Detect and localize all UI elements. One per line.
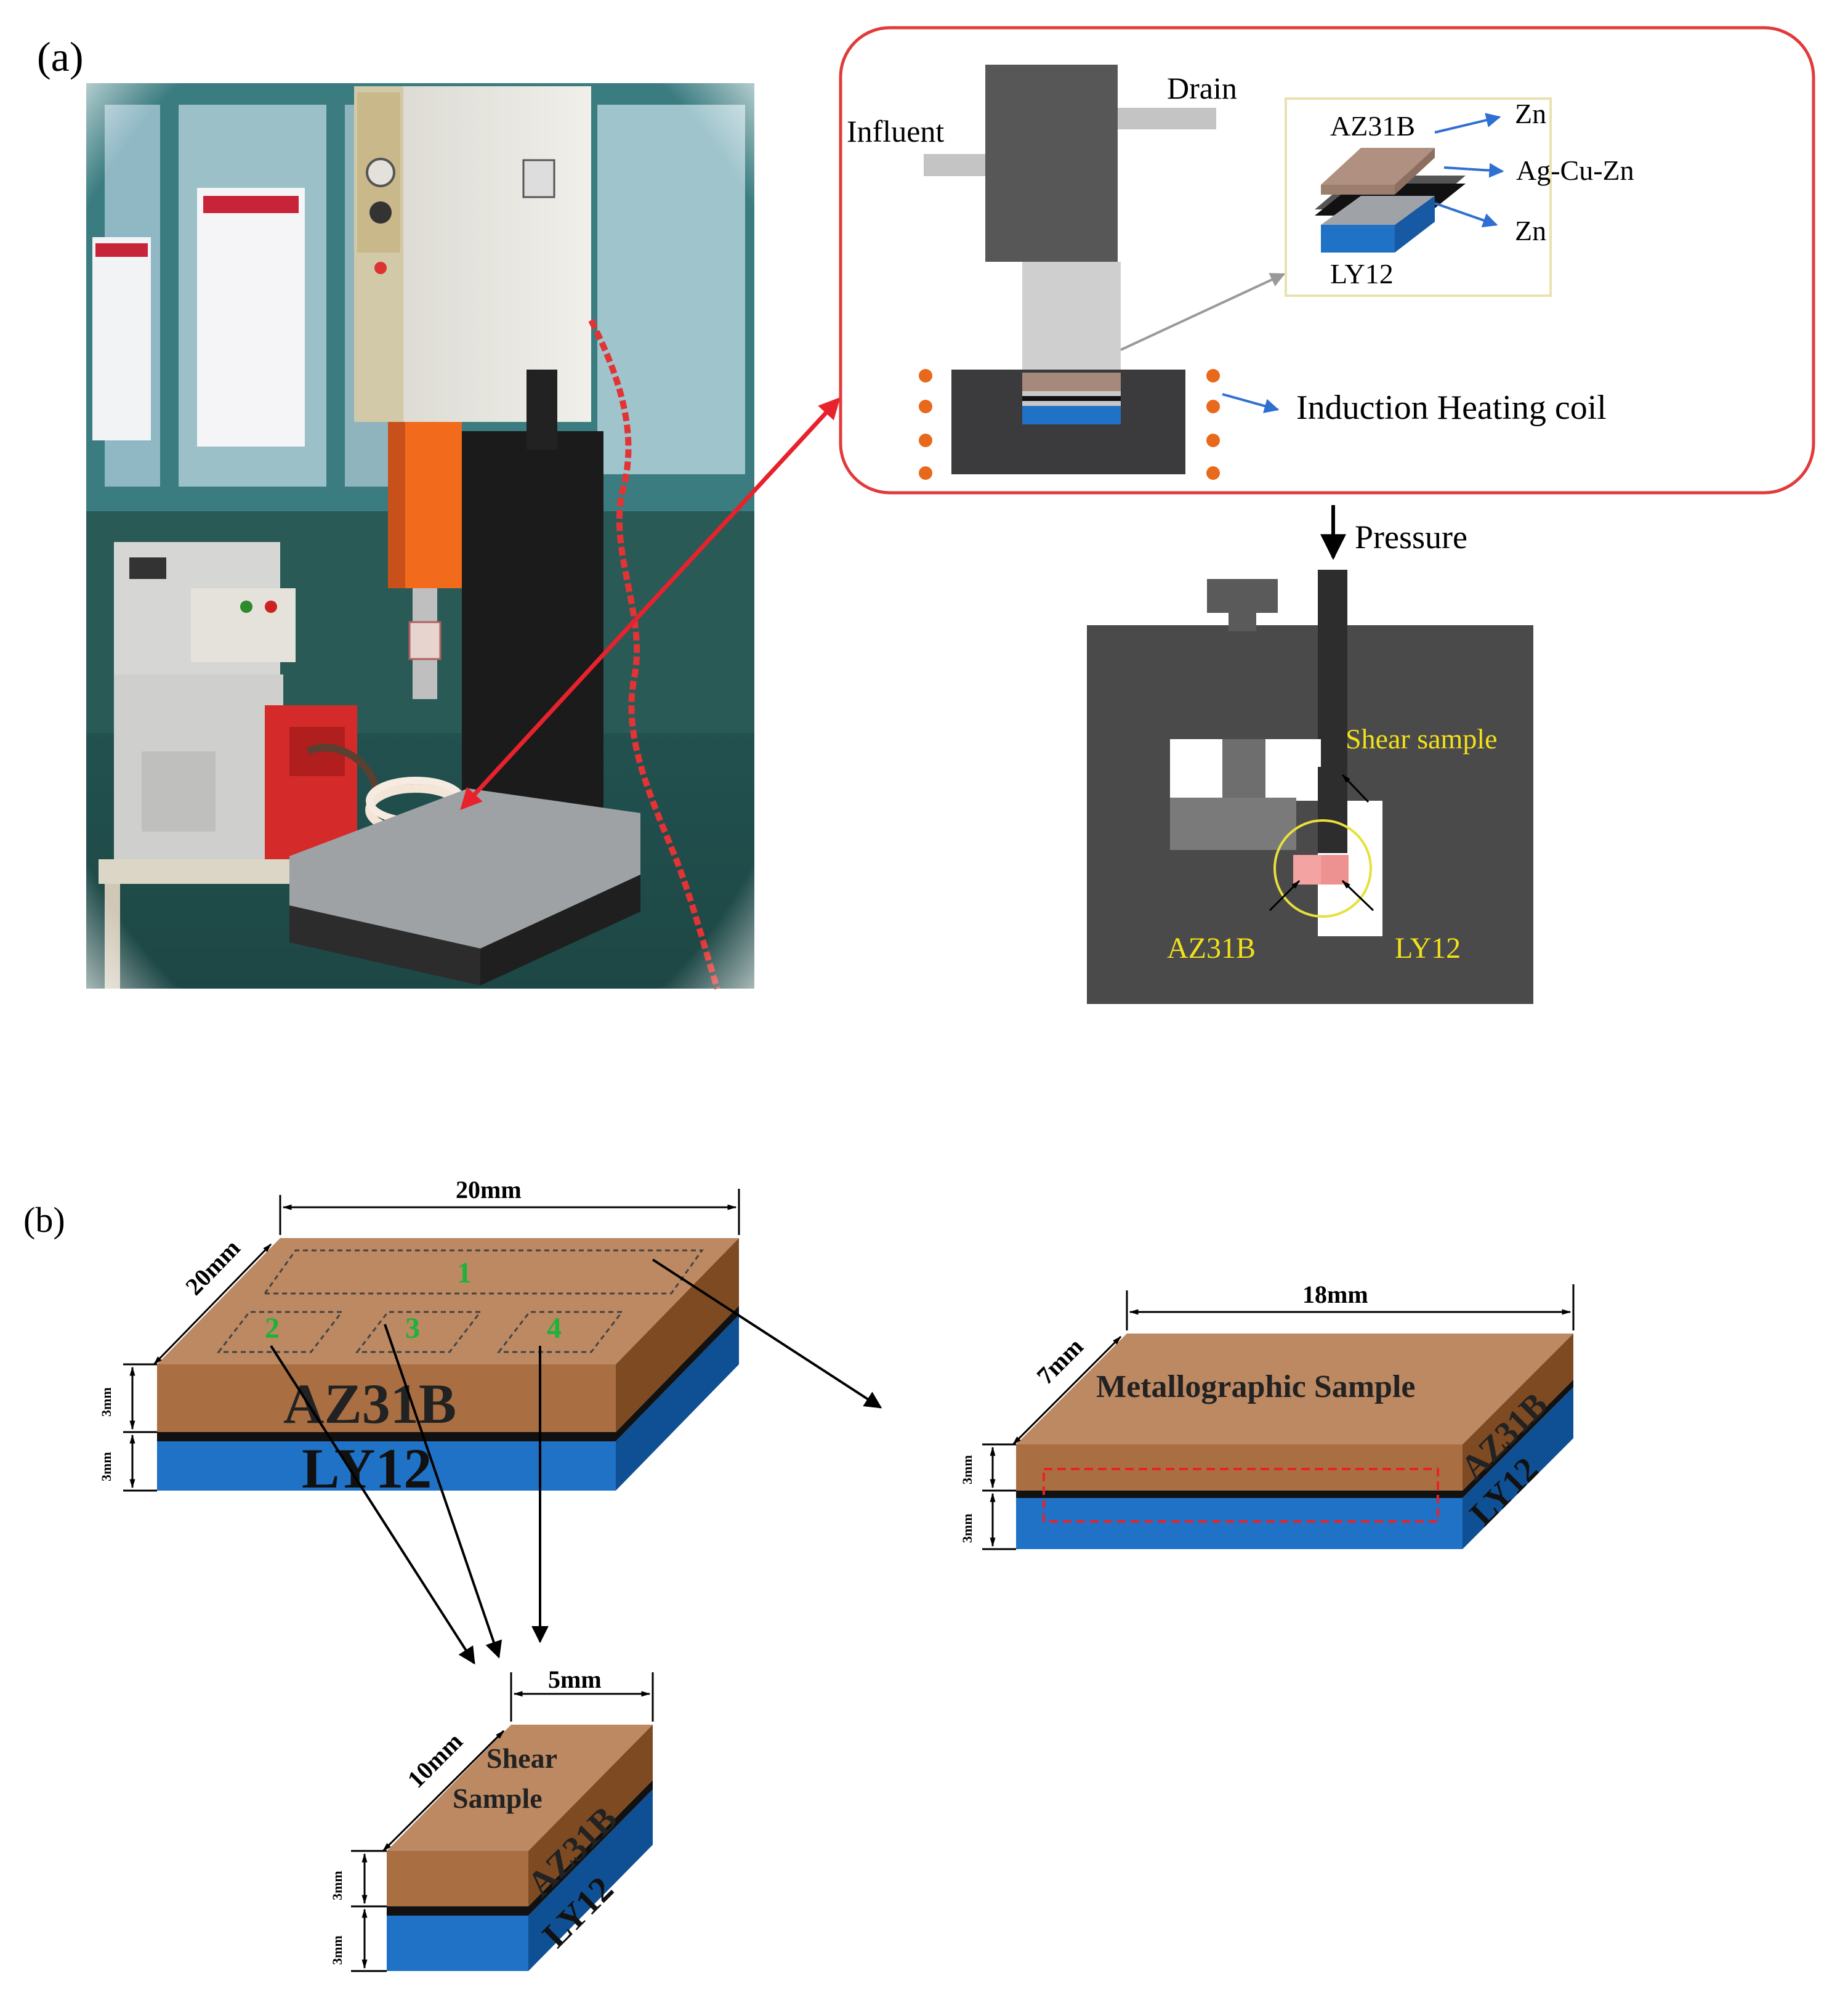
shear-fixture: Shear sample AZ31B LY12 bbox=[1087, 570, 1533, 1004]
metallographic-title: Metallographic Sample bbox=[1096, 1369, 1416, 1404]
fixture-ly12-label: LY12 bbox=[1395, 932, 1461, 965]
coil-label: Induction Heating coil bbox=[1296, 389, 1607, 427]
photo-to-schematic-arrow bbox=[460, 397, 841, 811]
main-ly12-label: LY12 bbox=[302, 1437, 432, 1500]
shear-title-line1: Shear bbox=[486, 1743, 557, 1774]
shear-thick-bottom: 3mm bbox=[329, 1935, 345, 1965]
shear-width-label: 5mm bbox=[548, 1666, 602, 1693]
fixture-az31b-label: AZ31B bbox=[1167, 932, 1256, 965]
induction-schematic: Influent Drain Induction Heating coil AZ… bbox=[839, 26, 1815, 495]
region-4-label: 4 bbox=[547, 1312, 562, 1345]
arrow-region-3 bbox=[384, 1324, 502, 1659]
region-3-label: 3 bbox=[405, 1312, 420, 1345]
inset-zn-top-label: Zn bbox=[1515, 98, 1546, 129]
region-2-label: 2 bbox=[265, 1312, 280, 1345]
region-1-label: 1 bbox=[457, 1257, 472, 1289]
main-thick-bottom-label: 3mm bbox=[99, 1452, 114, 1481]
main-width-label: 20mm bbox=[456, 1176, 522, 1204]
inset-filler-label: Ag-Cu-Zn bbox=[1516, 155, 1634, 186]
pressure-label: Pressure bbox=[1355, 519, 1467, 556]
drain-label: Drain bbox=[1167, 71, 1237, 105]
panel-a-label: (a) bbox=[37, 33, 83, 80]
arrow-region-2 bbox=[270, 1345, 475, 1665]
shear-sample-block: Shear Sample AZ31B LY12 5mm 10mm 3mm 3mm bbox=[329, 1666, 654, 1972]
influent-label: Influent bbox=[847, 114, 944, 148]
arrow-to-metallographic bbox=[652, 1258, 882, 1409]
metallographic-sample: Metallographic Sample AZ31B LY12 18mm 7m… bbox=[959, 1281, 1575, 1550]
shear-title-line2: Sample bbox=[453, 1783, 543, 1814]
metallographic-width-label: 18mm bbox=[1302, 1281, 1368, 1308]
inset-zn-bottom-label: Zn bbox=[1515, 215, 1546, 246]
main-az31b-label: AZ31B bbox=[283, 1372, 456, 1435]
main-sample-block: 1 2 3 4 AZ31B LY12 20mm 20mm 3mm 3mm bbox=[99, 1176, 740, 1500]
inset-ly12-label: LY12 bbox=[1330, 258, 1394, 289]
coil-dots bbox=[919, 369, 1220, 480]
main-thick-top-label: 3mm bbox=[99, 1387, 114, 1417]
fixture-shear-sample-label: Shear sample bbox=[1346, 723, 1498, 755]
panel-b-label: (b) bbox=[23, 1200, 65, 1240]
metallographic-thick-bottom: 3mm bbox=[959, 1513, 975, 1543]
machine-photo bbox=[86, 83, 754, 990]
shear-thick-top: 3mm bbox=[329, 1871, 345, 1900]
metallographic-thick-top: 3mm bbox=[959, 1455, 975, 1484]
inset-az31b-label: AZ31B bbox=[1330, 110, 1415, 142]
